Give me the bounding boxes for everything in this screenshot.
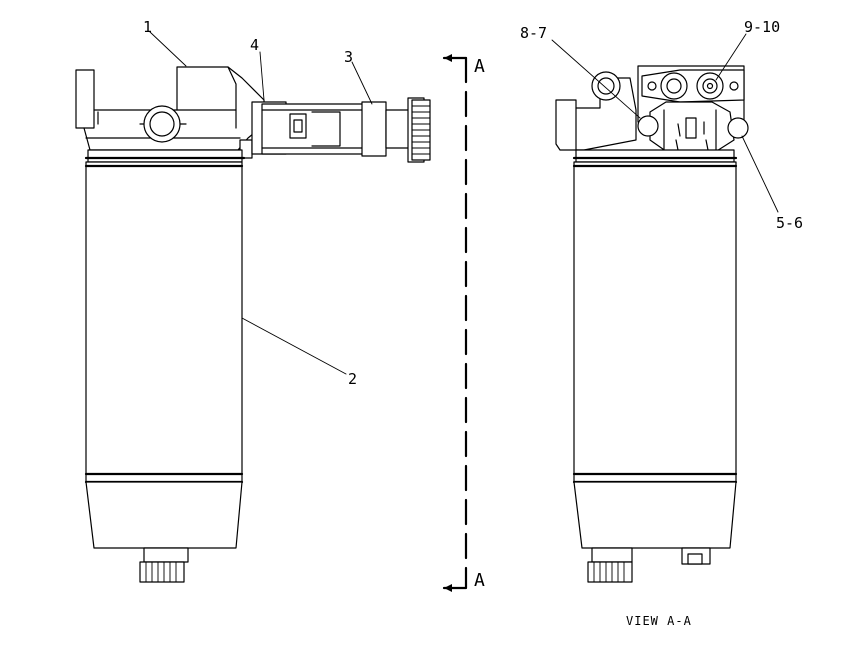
left-view: 1 4 3 2	[75, 18, 431, 583]
callout-3: 3	[344, 48, 353, 66]
arrow-bottom	[444, 584, 452, 592]
callout-2: 2	[348, 370, 357, 388]
filter-head	[75, 66, 265, 151]
section-label-top: A	[474, 56, 485, 77]
view-caption: VIEW A-A	[626, 614, 692, 628]
callout-1: 1	[143, 18, 152, 36]
right-view: 8-7 9-10 5-6 VIEW A-A	[520, 18, 803, 628]
arrow-top	[444, 54, 452, 62]
filter-element-canister	[84, 149, 246, 583]
callout-8-7: 8-7	[520, 24, 547, 42]
leader-1	[149, 31, 187, 67]
port-8-7	[637, 115, 659, 137]
leader-3	[351, 61, 373, 105]
section-line-a-a: A A	[442, 54, 485, 592]
leader-4	[259, 51, 265, 101]
filter-head-rear	[555, 65, 749, 155]
filter-element-canister-rear	[572, 149, 738, 583]
port-9-10	[696, 72, 724, 100]
leader-5-6	[741, 135, 779, 213]
priming-pump-assembly	[251, 97, 431, 163]
port-5-6	[727, 117, 749, 139]
leader-9-10	[715, 33, 747, 81]
leader-8-7	[551, 39, 641, 119]
callout-9-10: 9-10	[744, 18, 780, 36]
section-label-bottom: A	[474, 570, 485, 591]
callout-5-6: 5-6	[776, 214, 803, 232]
callout-4: 4	[250, 36, 259, 54]
leader-2	[241, 317, 347, 375]
